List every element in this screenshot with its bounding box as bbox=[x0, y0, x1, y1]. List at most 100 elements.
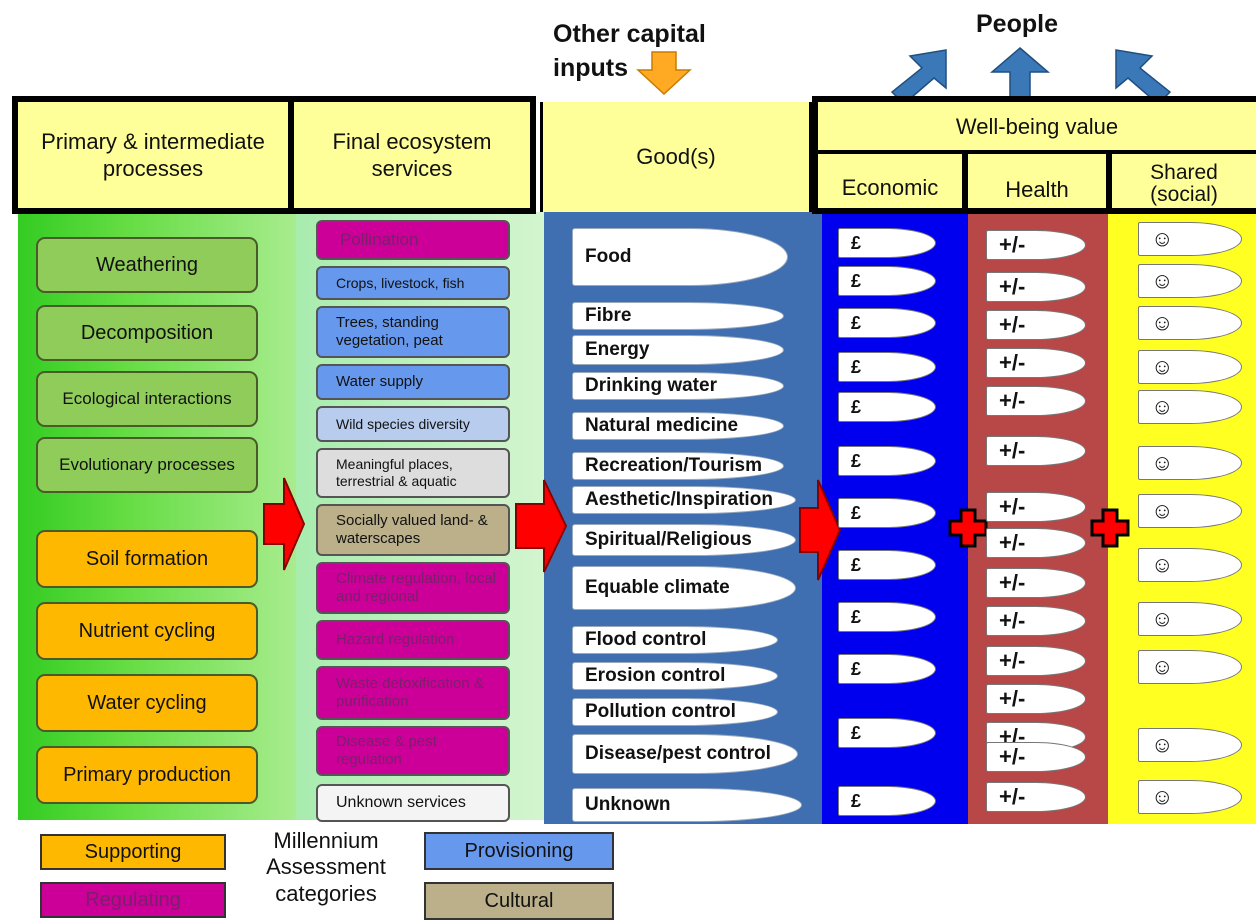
health-value: +/- bbox=[986, 684, 1086, 714]
good-item: Food bbox=[572, 228, 788, 286]
economic-value-symbol: £ bbox=[851, 356, 862, 377]
economic-value-symbol: £ bbox=[851, 312, 862, 333]
health-value-symbol: +/- bbox=[999, 744, 1026, 769]
service-climate-regulation: Climate regulation, local and regional bbox=[316, 562, 510, 614]
health-value: +/- bbox=[986, 436, 1086, 466]
people-label: People bbox=[976, 10, 1058, 38]
health-value-symbol: +/- bbox=[999, 648, 1026, 673]
health-header: Health bbox=[962, 150, 1112, 214]
service-disease-pest-regulation: Disease & pest regulation bbox=[316, 726, 510, 776]
good-label: Natural medicine bbox=[585, 415, 739, 436]
economic-value-symbol: £ bbox=[851, 502, 862, 523]
process-ecological-interactions: Ecological interactions bbox=[36, 371, 258, 427]
good-label: Fibre bbox=[585, 305, 632, 326]
other-capital-label: Other capital inputs bbox=[553, 20, 706, 82]
economic-value: £ bbox=[838, 392, 936, 422]
service-wild-species-diversity: Wild species diversity bbox=[316, 406, 510, 442]
shared-value-symbol: ☺ bbox=[1151, 654, 1174, 679]
health-value: +/- bbox=[986, 348, 1086, 378]
economic-value-symbol: £ bbox=[851, 554, 862, 575]
legend-supporting: Supporting bbox=[40, 834, 226, 870]
service-water-supply: Water supply bbox=[316, 364, 510, 400]
economic-value: £ bbox=[838, 308, 936, 338]
good-item: Unknown bbox=[572, 788, 802, 822]
shared-value: ☺ bbox=[1138, 264, 1242, 298]
health-value-symbol: +/- bbox=[999, 494, 1026, 519]
health-value-symbol: +/- bbox=[999, 438, 1026, 463]
shared-value: ☺ bbox=[1138, 728, 1242, 762]
shared-value: ☺ bbox=[1138, 548, 1242, 582]
process-weathering: Weathering bbox=[36, 237, 258, 293]
legend-cultural: Cultural bbox=[424, 882, 614, 920]
shared-value: ☺ bbox=[1138, 602, 1242, 636]
shared-value: ☺ bbox=[1138, 350, 1242, 384]
economic-value-symbol: £ bbox=[851, 658, 862, 679]
process-evolutionary: Evolutionary processes bbox=[36, 437, 258, 493]
good-label: Aesthetic/Inspiration bbox=[585, 489, 773, 510]
economic-value-symbol: £ bbox=[851, 450, 862, 471]
flow-arrow-2-icon bbox=[515, 479, 568, 573]
shared-value-symbol: ☺ bbox=[1151, 310, 1174, 335]
process-primary-production: Primary production bbox=[36, 746, 258, 804]
plus-icon-health-shared bbox=[1090, 508, 1130, 548]
shared-header: Shared (social) bbox=[1106, 150, 1256, 214]
good-item: Drinking water bbox=[572, 372, 784, 400]
shared-value-symbol: ☺ bbox=[1151, 354, 1174, 379]
good-item: Fibre bbox=[572, 302, 784, 330]
health-value: +/- bbox=[986, 528, 1086, 558]
economic-value: £ bbox=[838, 718, 936, 748]
economic-value-symbol: £ bbox=[851, 790, 862, 811]
health-value-symbol: +/- bbox=[999, 570, 1026, 595]
service-meaningful-places: Meaningful places, terrestrial & aquatic bbox=[316, 448, 510, 498]
good-label: Pollution control bbox=[585, 701, 736, 722]
health-value-symbol: +/- bbox=[999, 784, 1026, 809]
shared-value-symbol: ☺ bbox=[1151, 732, 1174, 757]
health-value: +/- bbox=[986, 782, 1086, 812]
economic-value-symbol: £ bbox=[851, 270, 862, 291]
shared-value: ☺ bbox=[1138, 390, 1242, 424]
shared-value: ☺ bbox=[1138, 780, 1242, 814]
economic-value: £ bbox=[838, 228, 936, 258]
economic-value: £ bbox=[838, 352, 936, 382]
economic-value: £ bbox=[838, 498, 936, 528]
health-value: +/- bbox=[986, 386, 1086, 416]
health-value-symbol: +/- bbox=[999, 608, 1026, 633]
goods-header: Good(s) bbox=[540, 102, 812, 212]
shared-value-symbol: ☺ bbox=[1151, 606, 1174, 631]
shared-value: ☺ bbox=[1138, 446, 1242, 480]
shared-value-symbol: ☺ bbox=[1151, 394, 1174, 419]
economic-value: £ bbox=[838, 654, 936, 684]
good-label: Spiritual/Religious bbox=[585, 529, 752, 550]
primary-header: Primary & intermediate processes bbox=[12, 96, 294, 214]
shared-value-symbol: ☺ bbox=[1151, 226, 1174, 251]
health-value-symbol: +/- bbox=[999, 350, 1026, 375]
wellbeing-header: Well-being value bbox=[812, 96, 1256, 156]
health-value-symbol: +/- bbox=[999, 312, 1026, 337]
good-item: Recreation/Tourism bbox=[572, 452, 784, 480]
shared-value: ☺ bbox=[1138, 494, 1242, 528]
good-label: Unknown bbox=[585, 794, 671, 815]
good-label: Flood control bbox=[585, 629, 707, 650]
flow-arrow-1-icon bbox=[263, 477, 306, 571]
shared-value: ☺ bbox=[1138, 306, 1242, 340]
good-item: Flood control bbox=[572, 626, 778, 654]
legend-millennium-label: Millennium Assessment categories bbox=[266, 828, 386, 906]
health-value: +/- bbox=[986, 492, 1086, 522]
shared-value: ☺ bbox=[1138, 222, 1242, 256]
process-soil-formation: Soil formation bbox=[36, 530, 258, 588]
economic-value-symbol: £ bbox=[851, 396, 862, 417]
good-item: Energy bbox=[572, 335, 784, 365]
economic-value-symbol: £ bbox=[851, 722, 862, 743]
economic-value: £ bbox=[838, 786, 936, 816]
health-value: +/- bbox=[986, 230, 1086, 260]
good-label: Drinking water bbox=[585, 375, 717, 396]
shared-value-symbol: ☺ bbox=[1151, 552, 1174, 577]
shared-value-symbol: ☺ bbox=[1151, 268, 1174, 293]
good-item: Disease/pest control bbox=[572, 734, 798, 774]
health-value: +/- bbox=[986, 568, 1086, 598]
process-water-cycling: Water cycling bbox=[36, 674, 258, 732]
flow-arrow-3-icon bbox=[799, 479, 842, 581]
economic-value: £ bbox=[838, 446, 936, 476]
health-value-symbol: +/- bbox=[999, 686, 1026, 711]
good-item: Erosion control bbox=[572, 662, 778, 690]
